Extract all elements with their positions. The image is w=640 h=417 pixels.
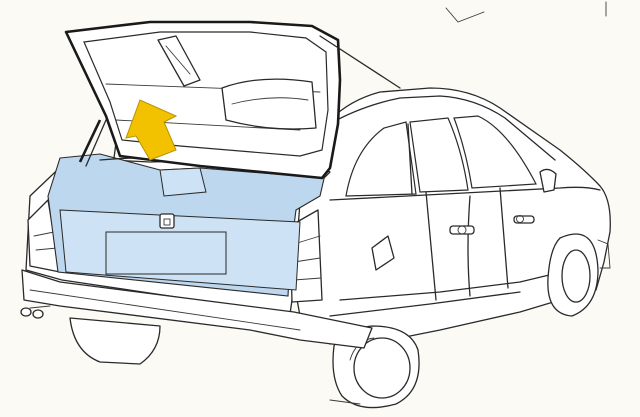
- fuel-flap: [371, 235, 395, 271]
- up-arrow-icon: [125, 99, 178, 161]
- door-rear-edge: [499, 187, 509, 289]
- rear-panel-notch: [159, 167, 207, 197]
- front-bumper-corner: [597, 239, 611, 269]
- rear-panel-highlight: [47, 153, 327, 297]
- front-door-window: [453, 115, 537, 189]
- lock-keyhole: [163, 218, 171, 226]
- number-plate-area: [105, 231, 227, 275]
- tailgate-spoiler-window: [221, 78, 317, 130]
- sill-line-lower: [329, 291, 521, 317]
- bumper-crease: [29, 289, 301, 331]
- left-tail-light-lines: [33, 231, 58, 251]
- exhaust-bracket: [29, 305, 51, 309]
- corner-mark-top: [445, 7, 485, 23]
- rear-door-handle: [449, 225, 475, 235]
- lock-icon: [159, 213, 175, 229]
- tailgate-latch-detail: [165, 45, 191, 75]
- door-handles: [449, 215, 535, 235]
- exhaust-pipe-1: [20, 307, 32, 317]
- rear-door-window: [409, 117, 469, 193]
- front-door-lock: [516, 215, 524, 223]
- exhaust-pipe-2: [32, 309, 44, 319]
- front-hub: [561, 249, 591, 303]
- rear-left-tyre: [69, 317, 161, 365]
- side-windows: [345, 115, 537, 197]
- side-mirror: [539, 168, 557, 193]
- tailgate-spoiler-line: [231, 97, 309, 105]
- rear-bumper: [21, 269, 373, 349]
- roof-line: [325, 95, 556, 161]
- sill-line: [339, 269, 571, 301]
- door-front-edge: [425, 191, 437, 301]
- left-strut: [85, 119, 107, 167]
- window-pillar-b: [407, 123, 413, 195]
- belt-line: [329, 186, 601, 201]
- tailgate-prop-rod: [319, 35, 401, 89]
- ground-line: [329, 399, 361, 405]
- rear-hub: [353, 337, 411, 399]
- tailgate-latch: [157, 35, 201, 87]
- rear-quarter-window: [345, 121, 417, 197]
- left-strut-upper: [78, 119, 102, 163]
- door-seam: [467, 195, 471, 297]
- front-wheel: [547, 233, 611, 317]
- front-door-handle: [513, 215, 535, 224]
- rear-door-lock: [457, 225, 467, 235]
